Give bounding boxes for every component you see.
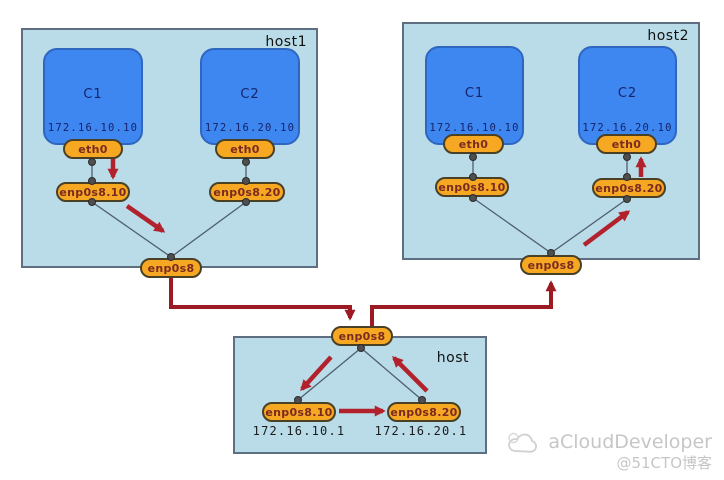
gateway-ip-subif20: 172.16.20.1 — [374, 424, 468, 438]
watermark: aCloudDeveloper @51CTO博客 — [506, 430, 712, 472]
host-bottom-label: host — [436, 350, 469, 366]
connection-dot — [88, 158, 96, 166]
container-name: C1 — [83, 87, 103, 103]
cloud-icon — [508, 433, 538, 453]
container-name: C2 — [240, 87, 260, 103]
host2-label: host2 — [647, 28, 689, 44]
connection-dot — [88, 177, 96, 185]
connector-bottom-to-host2 — [370, 280, 557, 326]
host1-container-c1: C1 172.16.10.10 — [43, 48, 143, 145]
connection-dot — [88, 198, 96, 206]
watermark-brand: aCloudDeveloper — [548, 431, 712, 454]
host2-container-c1: C1 172.16.10.10 — [425, 46, 524, 145]
connection-dot — [623, 173, 631, 181]
host1-label: host1 — [265, 34, 307, 50]
host2-c1-eth0-pill: eth0 — [443, 134, 504, 154]
connection-dot — [242, 177, 250, 185]
host1-enp0s8-pill: enp0s8 — [140, 258, 202, 278]
host2-container-c2: C2 172.16.20.10 — [578, 46, 677, 145]
connection-dot — [623, 195, 631, 203]
host2-enp0s8-pill: enp0s8 — [520, 255, 582, 275]
host1-container-c2: C2 172.16.20.10 — [200, 48, 300, 145]
connection-dot — [623, 153, 631, 161]
connection-dot — [242, 158, 250, 166]
host1-c2-eth0-pill: eth0 — [215, 139, 275, 159]
connector-host1-to-bottom — [169, 277, 356, 321]
connection-dot — [357, 344, 365, 352]
connection-dot — [469, 153, 477, 161]
container-name: C2 — [617, 86, 638, 101]
connection-dot — [167, 253, 175, 261]
connection-dot — [469, 194, 477, 202]
inter-host-connectors — [169, 277, 557, 326]
host1-c1-eth0-pill: eth0 — [63, 139, 123, 159]
host-bottom-subif10-pill: enp0s8.10 — [262, 402, 336, 422]
host-bottom-subif20-pill: enp0s8.20 — [387, 402, 461, 422]
container-ip: 172.16.10.10 — [47, 122, 139, 134]
host-bottom-enp0s8-pill: enp0s8 — [331, 326, 393, 346]
host2-c2-eth0-pill: eth0 — [596, 134, 657, 154]
connection-dot — [469, 173, 477, 181]
gateway-ip-subif10: 172.16.10.1 — [252, 424, 346, 438]
container-ip: 172.16.20.10 — [204, 122, 296, 134]
connection-dot — [418, 396, 426, 404]
container-name: C1 — [464, 86, 485, 101]
container-ip: 172.16.20.10 — [582, 122, 673, 134]
connection-dot — [547, 249, 555, 257]
watermark-handle: @51CTO博客 — [616, 454, 712, 473]
connection-dot — [242, 198, 250, 206]
connection-dot — [294, 396, 302, 404]
container-ip: 172.16.10.10 — [429, 122, 520, 134]
